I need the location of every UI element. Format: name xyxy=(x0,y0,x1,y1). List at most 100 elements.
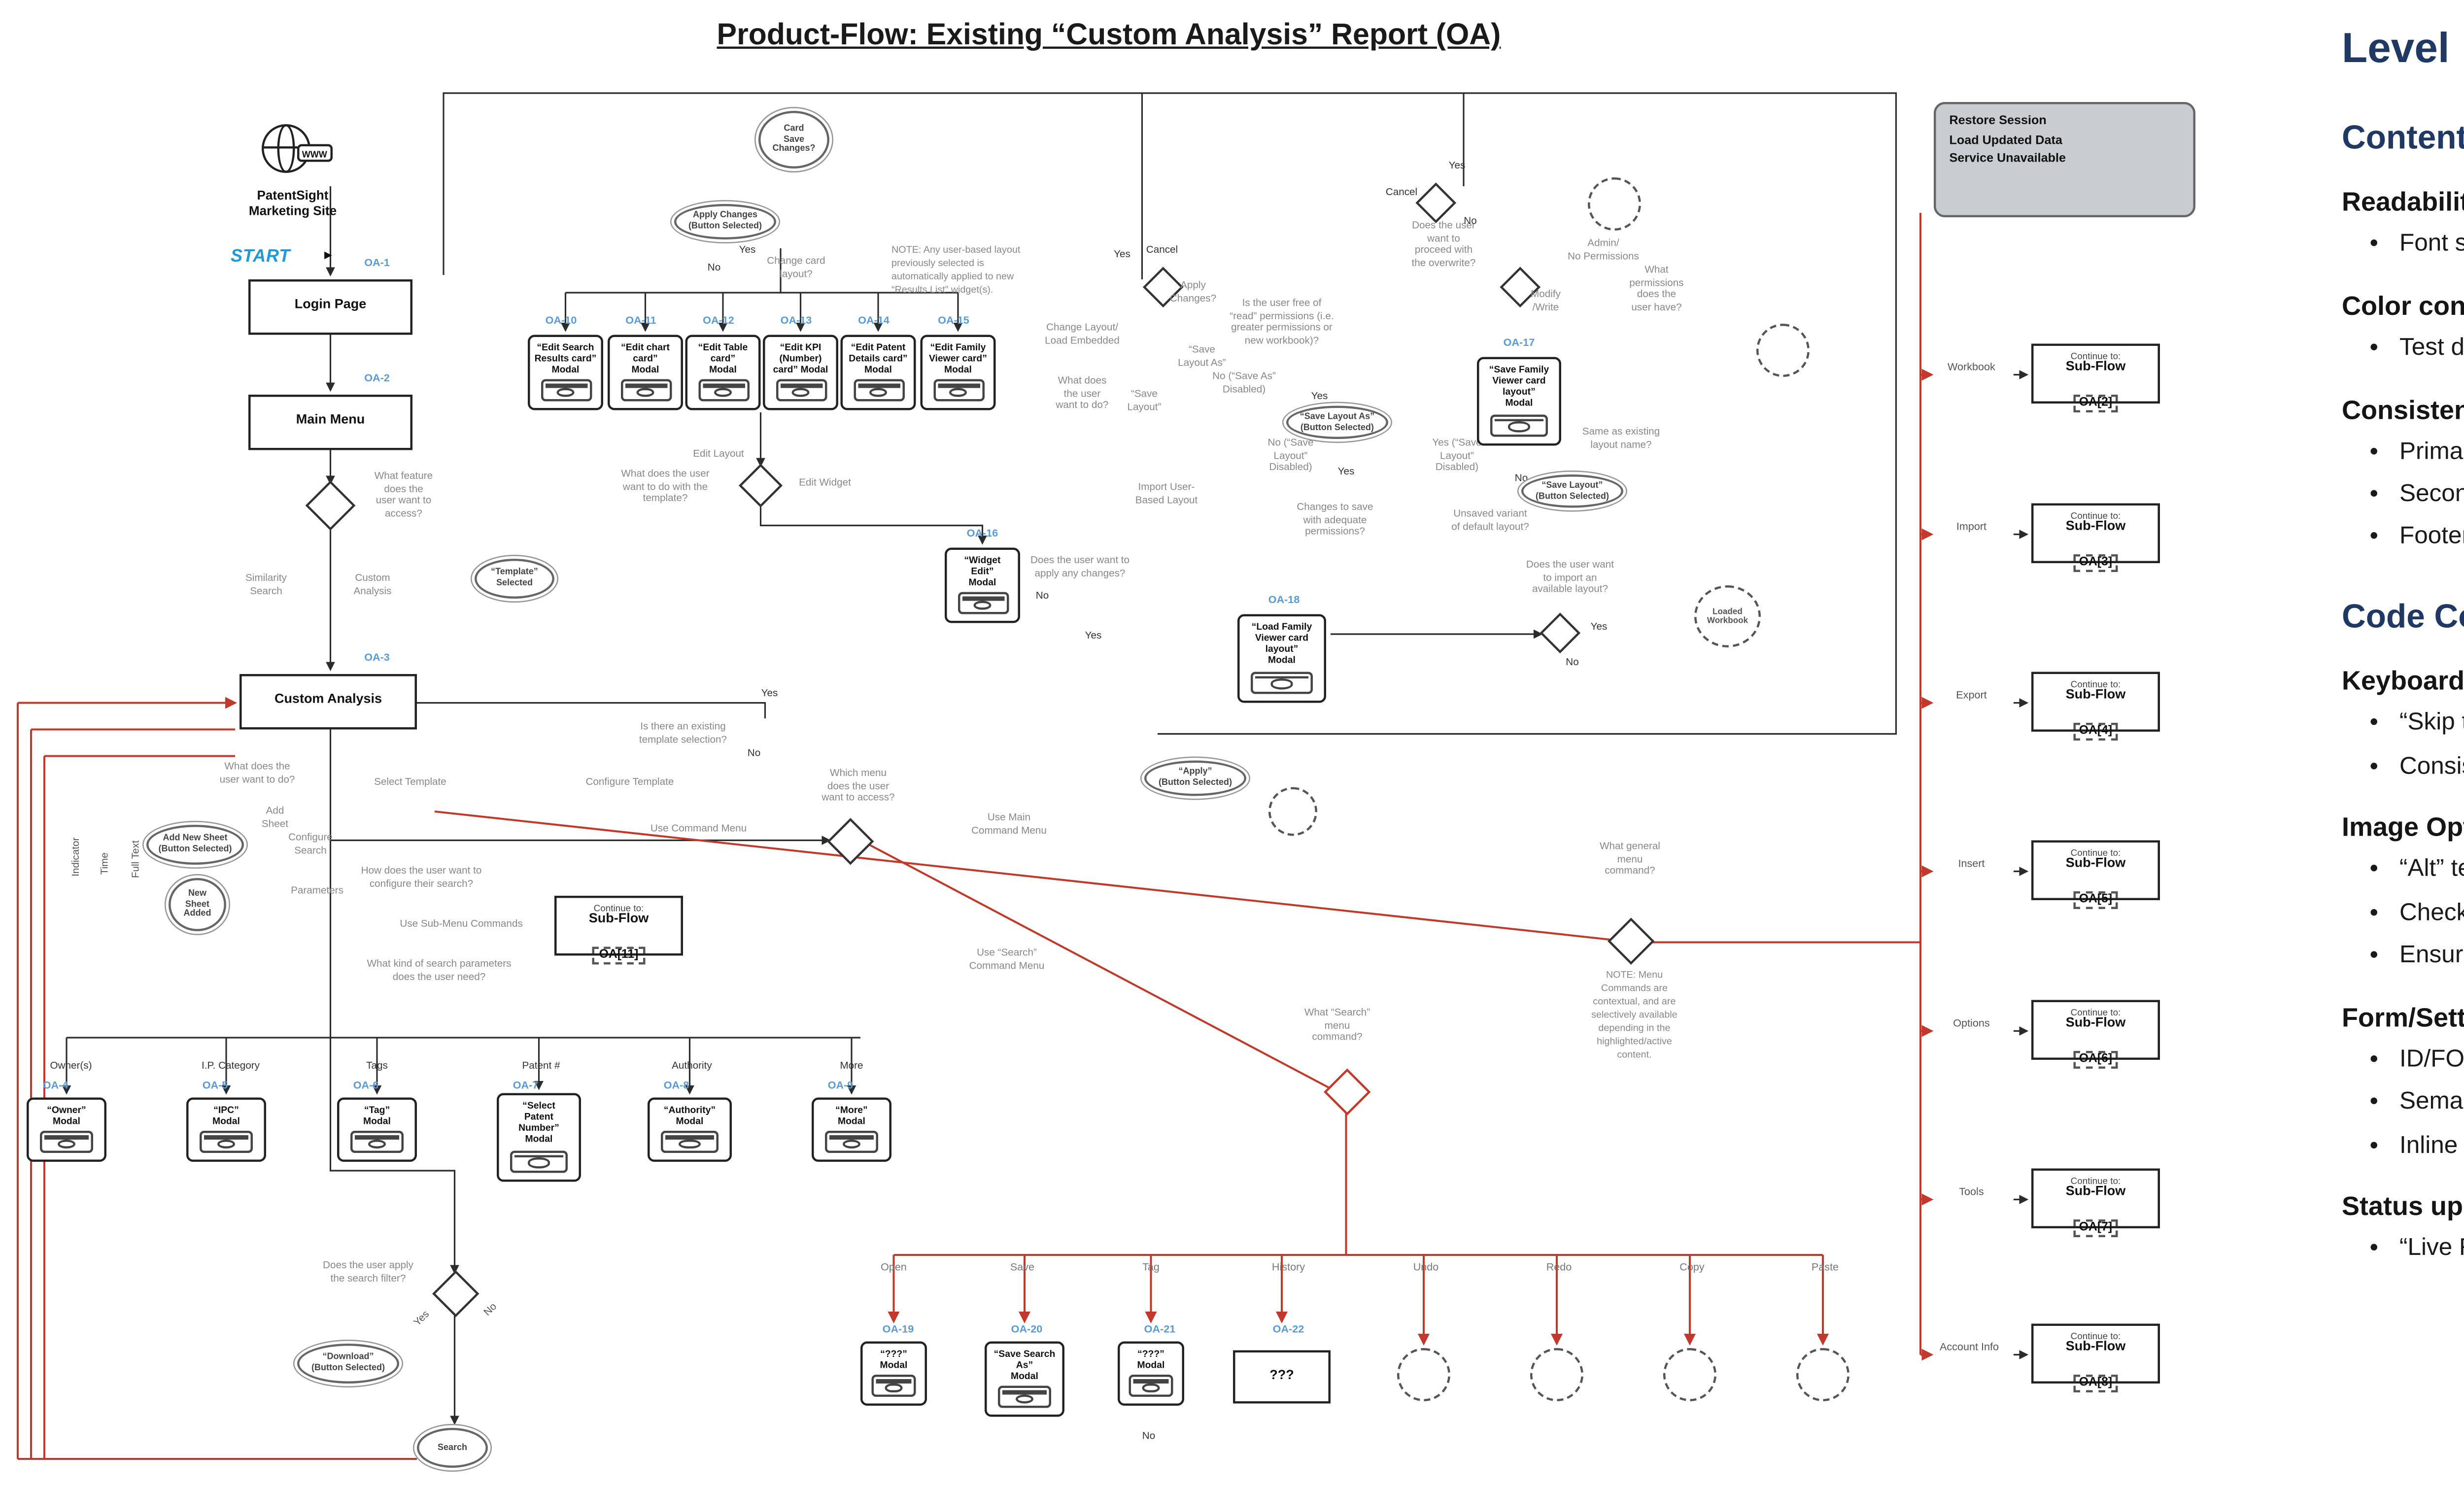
cloud-add-new-sheet-button-selecte: Add New Sheet (Button Selected) xyxy=(146,825,244,865)
label-history: History xyxy=(1271,1264,1305,1275)
sf-id: OA[5] xyxy=(2072,890,2119,909)
modal-edit-chart-card-modal: “Edit chart card” Modal xyxy=(608,335,683,411)
label-yes: Yes xyxy=(1085,630,1102,641)
sf-id: OA[6] xyxy=(2072,1050,2119,1068)
bullet-item: Check for text in images (LOC-122). xyxy=(2399,897,2464,930)
decision xyxy=(1324,1068,1371,1115)
stamp-icon xyxy=(1588,177,1641,231)
vlabel-time: Time xyxy=(99,852,110,875)
label-open: Open xyxy=(881,1264,907,1275)
modal-label: “Edit Search Results card” Modal xyxy=(534,341,597,375)
subsection-heading: Image Optimization xyxy=(2342,812,2464,844)
label-yes: Yes xyxy=(739,244,756,255)
modal-load-family-viewer-card-layo: “Load Family Viewer card layout” Modal xyxy=(1237,614,1326,702)
sf-main: Sub-Flow xyxy=(2065,858,2126,872)
section-heading: Content Considerations xyxy=(2342,120,2464,158)
stamp-icon xyxy=(1530,1348,1583,1401)
label-yes: Yes xyxy=(1448,160,1466,171)
label-change-layout-load-embedded: Change Layout/ Load Embedded xyxy=(1045,321,1120,345)
sf-pre: Continue to: xyxy=(593,902,644,914)
bullet-item: Consistent Tab Order for Nav/Screen elem… xyxy=(2399,751,2464,784)
label-tools: Tools xyxy=(1959,1188,1984,1200)
cloud-apply-changes-button-selecte: Apply Changes (Button Selected) xyxy=(674,204,776,239)
modal-edit-search-results-card-mod: “Edit Search Results card” Modal xyxy=(528,335,603,411)
modal-window-icon xyxy=(1251,671,1312,693)
label-yes: Yes xyxy=(1590,621,1608,632)
modal-authority-modal: “Authority” Modal xyxy=(648,1097,732,1163)
label-use-sub-menu-commands: Use Sub-Menu Commands xyxy=(400,918,523,929)
label-custom-analysis: Custom Analysis xyxy=(353,572,392,596)
label-i-p-category: I.P. Category xyxy=(202,1060,260,1071)
vlabel-yes: Yes xyxy=(411,1308,431,1328)
modal-window-icon xyxy=(619,380,671,403)
label-no-save-layout-disabled: No (“Save Layout” Disabled) xyxy=(1267,437,1314,473)
bullet-item: Primary Navigation. xyxy=(2399,436,2464,469)
label-configure-search: Configure Search xyxy=(288,831,333,855)
modal-window-icon xyxy=(1490,413,1548,436)
bullet-item: “Skip to Content” links. xyxy=(2399,708,2464,741)
modal-edit-table-card-modal: “Edit Table card” Modal xyxy=(685,335,761,411)
badge-oa-3: OA-3 xyxy=(364,654,390,666)
cloud-apply-button-selected: “Apply” (Button Selected) xyxy=(1144,760,1246,796)
legend-line: Load Updated Data xyxy=(1949,134,2062,148)
modal-window-icon xyxy=(199,1131,253,1154)
connector xyxy=(417,702,766,718)
modal-label: “Select Patent Number” Modal xyxy=(518,1100,559,1146)
label-parameters: Parameters xyxy=(291,884,343,896)
label-no: No xyxy=(747,747,761,759)
label-yes: Yes xyxy=(1311,390,1328,402)
sf-pre: Continue to: xyxy=(2070,1330,2121,1342)
cloud-download-button-selected: “Download” (Button Selected) xyxy=(297,1344,399,1384)
sf-pre: Continue to: xyxy=(2070,510,2121,521)
modal-label: “IPC” Modal xyxy=(212,1104,240,1127)
sf-main: Sub-Flow xyxy=(2065,361,2126,375)
red-connector xyxy=(869,844,1335,1092)
panel-title: Level “AA” Compliance (Intermediate Acce… xyxy=(2342,27,2464,73)
subsection-heading: Keyboard Navigation xyxy=(2342,665,2464,697)
label-paste: Paste xyxy=(1811,1264,1839,1275)
label-edit-widget: Edit Widget xyxy=(799,476,851,488)
flowchart-canvas: Product-Flow: Existing “Custom Analysis”… xyxy=(16,18,2195,1468)
stamp-icon xyxy=(1663,1348,1716,1401)
label-what-does-the-user-want-to-d: What does the user want to do? xyxy=(1056,374,1109,411)
badge-oa-14: OA-14 xyxy=(858,317,890,329)
legend-line: Service Unavailable xyxy=(1949,153,2066,167)
connector xyxy=(759,503,987,545)
badge-oa-4: OA-4 xyxy=(42,1082,68,1093)
modal-window-icon xyxy=(540,380,591,403)
label-change-card-layout: Change card layout? xyxy=(767,255,825,279)
label-what-kind-of-search-paramete: What kind of search parameters does the … xyxy=(367,958,512,982)
sf-main: Sub-Flow xyxy=(588,913,649,927)
sf-id: OA[2] xyxy=(2072,394,2119,412)
bullet-list: Test design patterns using WebAIM (webai… xyxy=(2342,332,2464,365)
label-undo: Undo xyxy=(1413,1264,1439,1275)
box-: ??? xyxy=(1233,1350,1331,1404)
modal-save-family-viewer-card-layo: “Save Family Viewer card layout” Modal xyxy=(1477,357,1561,445)
bullet-item: Test design patterns using WebAIM (webai… xyxy=(2399,332,2464,365)
bullet-list: ID/FOR Pairing.Semantic Structure.Inline… xyxy=(2342,1044,2464,1163)
label-workbook: Workbook xyxy=(1948,364,1995,375)
label-edit-layout: Edit Layout xyxy=(693,448,744,459)
compliance-panel: Level “AA” Compliance (Intermediate Acce… xyxy=(2324,0,2464,1486)
label-how-does-the-user-want-to-co: How does the user want to configure thei… xyxy=(361,865,482,889)
label-save-layout-as: “Save Layout As” xyxy=(1178,343,1226,368)
label-cancel: Cancel xyxy=(1385,186,1418,198)
modal-widget-edit-modal: “Widget Edit” Modal xyxy=(945,547,1020,624)
badge-oa-12: OA-12 xyxy=(703,317,734,329)
label-tags: Tags xyxy=(366,1060,388,1071)
label-select-template: Select Template xyxy=(374,776,446,787)
modal-window-icon xyxy=(997,1386,1052,1409)
label-yes: Yes xyxy=(1337,466,1355,477)
stamp-icon xyxy=(1268,787,1317,836)
modal-label: “Authority” Modal xyxy=(663,1104,716,1127)
cloud-card-save-changes: Card Save Changes? xyxy=(758,111,829,169)
badge-oa-9: OA-9 xyxy=(827,1082,854,1093)
modal-window-icon xyxy=(1129,1375,1173,1398)
badge-oa-18: OA-18 xyxy=(1268,596,1300,608)
label-import-user-based-layout: Import User- Based Layout xyxy=(1135,481,1198,505)
label-no: No xyxy=(1035,590,1049,601)
